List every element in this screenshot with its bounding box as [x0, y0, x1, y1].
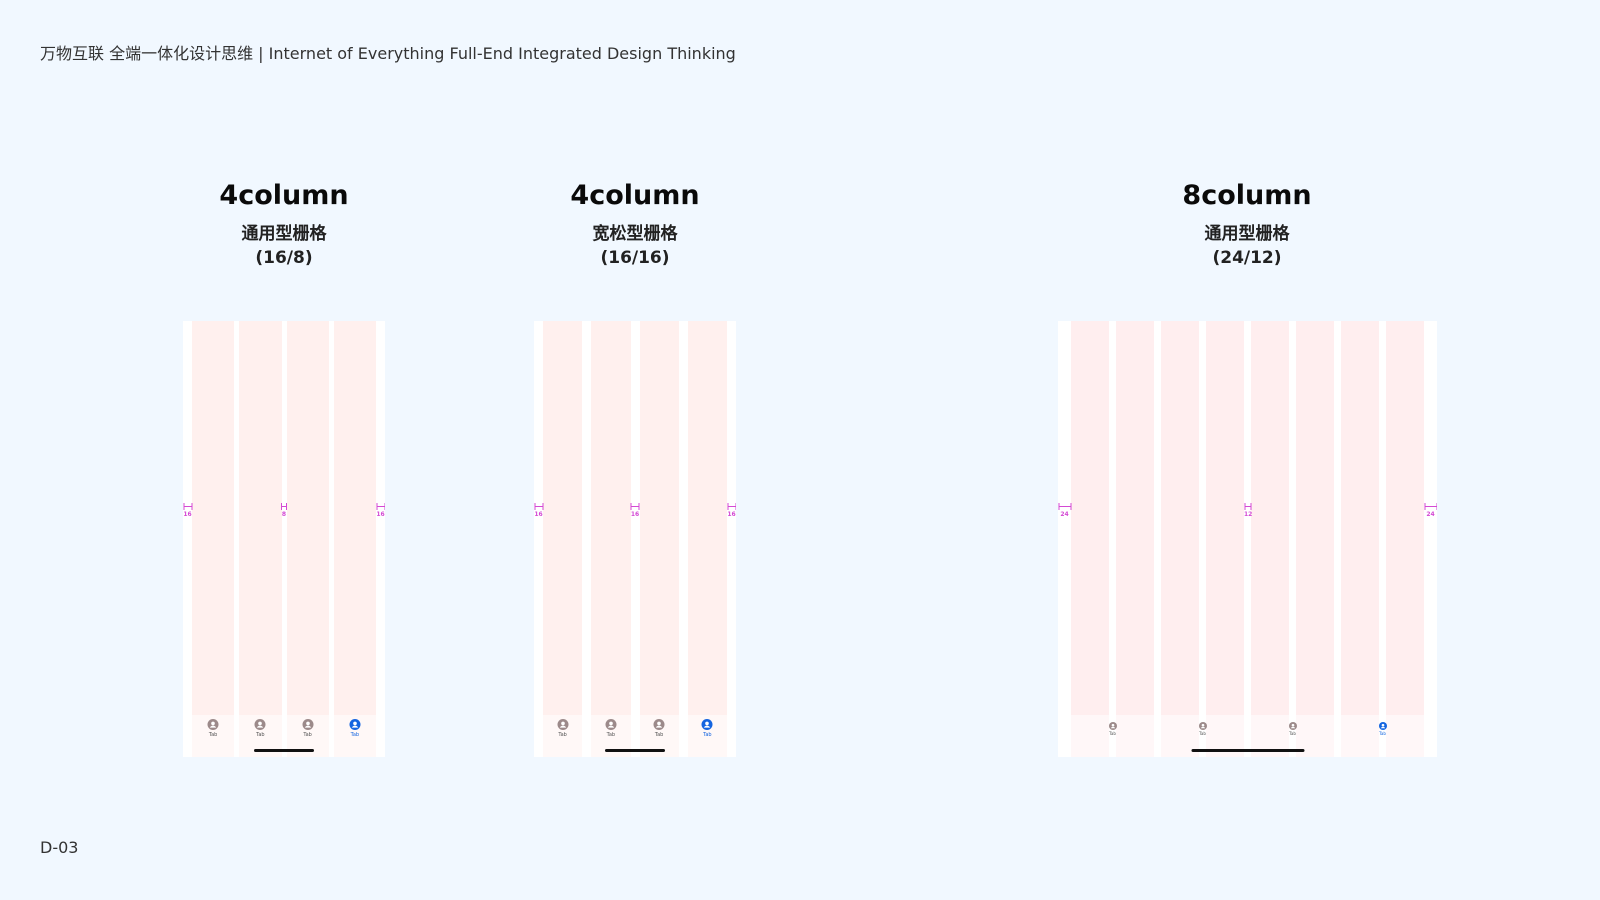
grid-column	[1206, 321, 1244, 757]
measure-bracket	[727, 503, 736, 510]
panel-subtitle: 通用型栅格	[1204, 224, 1290, 244]
home-indicator	[1191, 749, 1304, 752]
page-code: D-03	[40, 838, 79, 857]
user-icon	[557, 719, 569, 730]
measure-bracket	[183, 503, 192, 510]
measure-value: 16	[534, 511, 543, 518]
user-icon	[254, 719, 266, 730]
page-header-title: 万物互联 全端一体化设计思维 | Internet of Everything …	[40, 44, 736, 63]
panel-3-grid-frame: Tab Tab Tab Tab 24 12 24	[1058, 321, 1437, 757]
tab-label: Tab	[703, 732, 712, 738]
tab-item[interactable]: Tab	[207, 719, 219, 738]
grid-column	[286, 321, 329, 757]
tab-item[interactable]: Tab	[1378, 722, 1387, 736]
measure-value: 12	[1244, 511, 1253, 518]
tab-label: Tab	[1199, 731, 1206, 736]
tab-label: Tab	[558, 732, 567, 738]
panel-1-grid-frame: Tab Tab Tab Tab 16 8 16	[183, 321, 385, 757]
grid-column	[1296, 321, 1334, 757]
grid-column	[192, 321, 235, 757]
tab-label: Tab	[1289, 731, 1296, 736]
panel-title: 4column	[570, 180, 700, 211]
panel-3-heading: 8column 通用型栅格 (24/12)	[1182, 180, 1311, 270]
measure-bracket	[630, 503, 640, 510]
grid-column	[1341, 321, 1379, 757]
user-icon	[1288, 722, 1297, 730]
panel-1-heading: 4column 通用型栅格 (16/8)	[219, 180, 348, 270]
panel-subtitle: 宽松型栅格	[592, 224, 678, 244]
user-icon	[605, 719, 617, 730]
tab-item[interactable]: Tab	[302, 719, 314, 738]
panel-title: 8column	[1182, 180, 1312, 211]
panel-title: 4column	[219, 180, 349, 211]
margin-measure-left: 16	[183, 503, 192, 518]
grid-column	[333, 321, 376, 757]
tab-item[interactable]: Tab	[254, 719, 266, 738]
gutter-measure: 16	[630, 503, 640, 518]
tab-label: Tab	[654, 732, 664, 738]
measure-value: 8	[281, 511, 287, 518]
grid-column	[1071, 321, 1109, 757]
tab-item[interactable]: Tab	[1198, 722, 1207, 736]
grid-column	[1116, 321, 1154, 757]
margin-measure-left: 16	[534, 503, 543, 518]
grid-column	[1161, 321, 1199, 757]
measure-bracket	[281, 503, 287, 510]
margin-measure-right: 24	[1424, 503, 1437, 518]
measure-value: 16	[727, 511, 736, 518]
tab-label: Tab	[1109, 731, 1116, 736]
tab-item[interactable]: Tab	[557, 719, 569, 738]
margin-measure-right: 16	[376, 503, 385, 518]
panel-spec: (16/16)	[600, 248, 670, 268]
grid-column	[687, 321, 727, 757]
tab-item[interactable]: Tab	[349, 719, 361, 738]
measure-bracket	[534, 503, 543, 510]
measure-bracket	[1244, 503, 1251, 510]
grid-column	[639, 321, 679, 757]
grid-column	[591, 321, 631, 757]
gutter-measure: 8	[281, 503, 287, 518]
tab-item[interactable]: Tab	[1288, 722, 1297, 736]
user-icon	[1378, 722, 1387, 730]
tab-label: Tab	[303, 732, 312, 738]
tab-item[interactable]: Tab	[1108, 722, 1117, 736]
tab-item[interactable]: Tab	[701, 719, 713, 738]
margin-measure-left: 24	[1058, 503, 1071, 518]
grid-column	[1251, 321, 1289, 757]
tab-label: Tab	[606, 732, 616, 738]
tab-label: Tab	[1379, 731, 1386, 736]
measure-bracket	[1058, 503, 1071, 510]
measure-value: 24	[1060, 511, 1069, 518]
tab-label: Tab	[256, 732, 265, 738]
panel-spec: (16/8)	[255, 248, 313, 268]
user-icon	[701, 719, 713, 730]
panel-subtitle: 通用型栅格	[241, 224, 327, 244]
tab-item[interactable]: Tab	[653, 719, 665, 738]
home-indicator	[605, 749, 665, 752]
user-icon	[1108, 722, 1117, 730]
panel-2-heading: 4column 宽松型栅格 (16/16)	[570, 180, 699, 270]
home-indicator	[254, 749, 314, 752]
measure-value: 16	[376, 511, 385, 518]
measure-value: 24	[1426, 511, 1435, 518]
panel-spec: (24/12)	[1212, 248, 1282, 268]
user-icon	[653, 719, 665, 730]
user-icon	[349, 719, 361, 730]
tab-item[interactable]: Tab	[605, 719, 617, 738]
grid-column	[543, 321, 583, 757]
user-icon	[207, 719, 219, 730]
grid-column	[239, 321, 282, 757]
measure-bracket	[1424, 503, 1437, 510]
tab-label: Tab	[208, 732, 218, 738]
user-icon	[302, 719, 314, 730]
user-icon	[1198, 722, 1207, 730]
grid-column	[1386, 321, 1424, 757]
panel-2-grid-frame: Tab Tab Tab Tab 16 16 16	[534, 321, 736, 757]
measure-value: 16	[630, 511, 640, 518]
measure-value: 16	[183, 511, 192, 518]
margin-measure-right: 16	[727, 503, 736, 518]
tab-label: Tab	[350, 732, 360, 738]
measure-bracket	[376, 503, 385, 510]
gutter-measure: 12	[1244, 503, 1253, 518]
